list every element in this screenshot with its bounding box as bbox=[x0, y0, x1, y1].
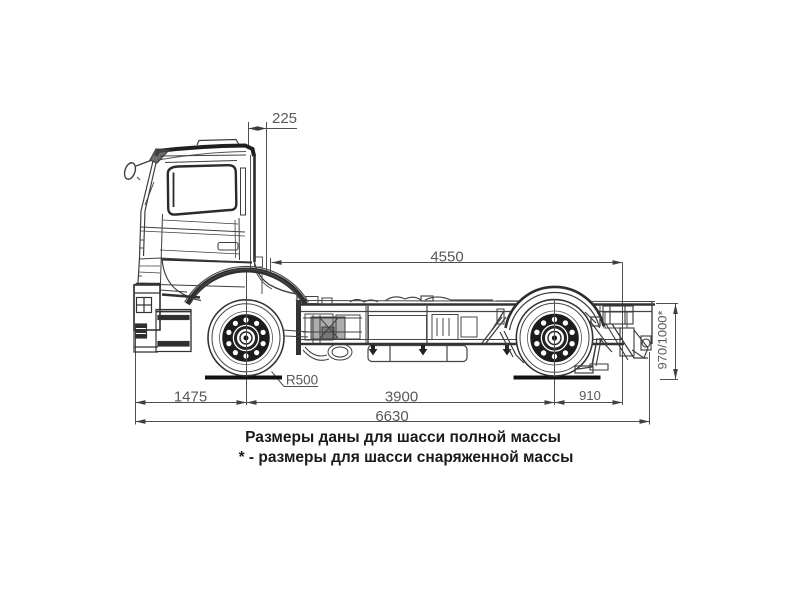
svg-text:R500: R500 bbox=[286, 373, 318, 388]
svg-text:225: 225 bbox=[272, 110, 297, 127]
svg-text:4550: 4550 bbox=[430, 249, 463, 266]
svg-text:3900: 3900 bbox=[385, 389, 418, 406]
svg-text:6630: 6630 bbox=[375, 408, 408, 425]
svg-text:1475: 1475 bbox=[174, 389, 207, 406]
svg-text:910: 910 bbox=[579, 388, 601, 403]
svg-text:970/1000*: 970/1000* bbox=[658, 310, 670, 370]
